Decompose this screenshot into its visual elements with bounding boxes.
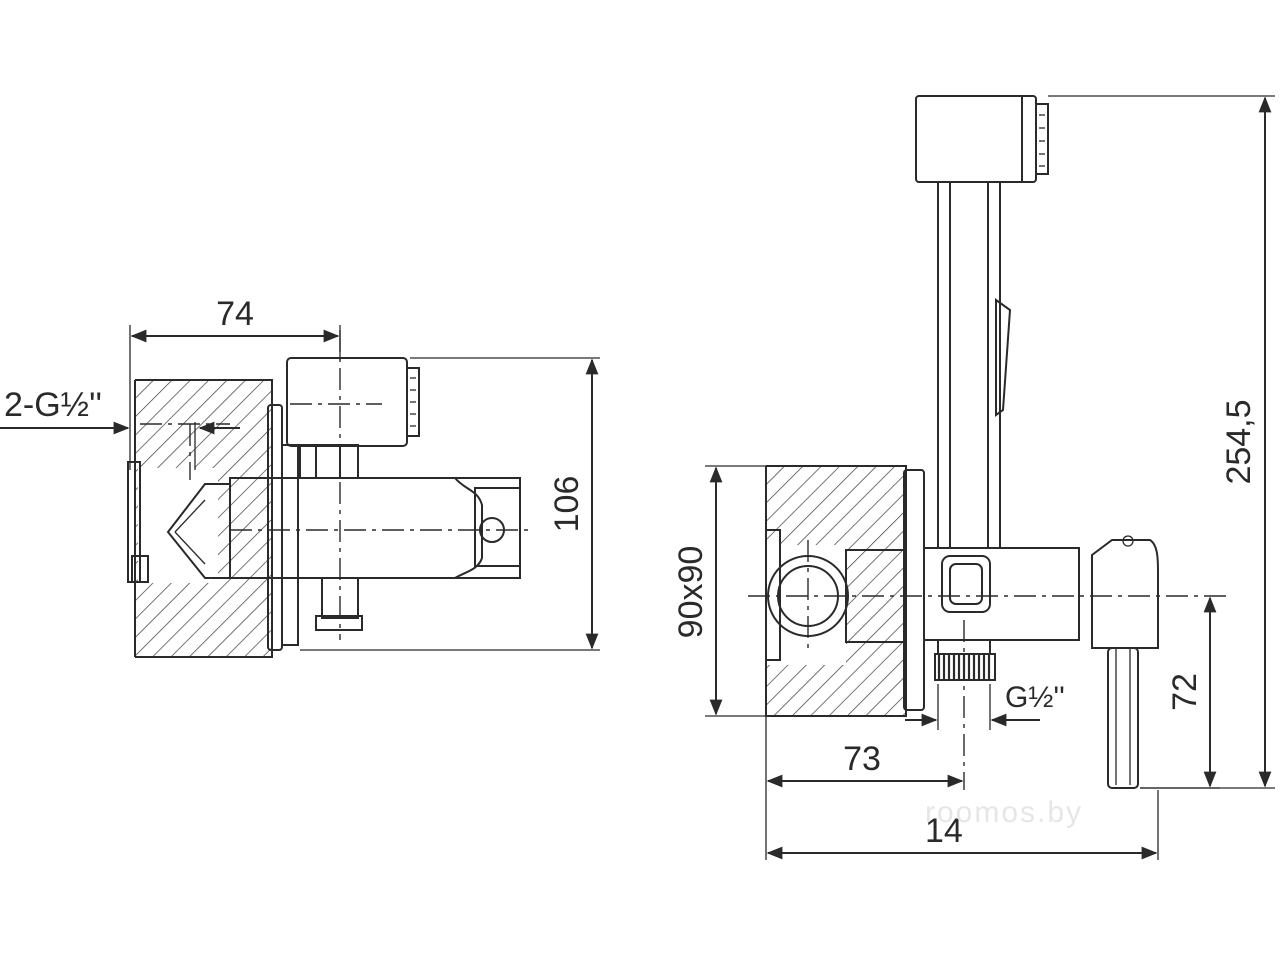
front-dim-72: 72 (1140, 596, 1220, 789)
side-dim-74: 74 (129, 295, 341, 470)
side-inlet-fitting (127, 461, 231, 583)
front-spray-head (915, 95, 1049, 183)
front-valve-body (923, 535, 1159, 649)
side-view: 74 2-G½'' 106 (0, 295, 600, 658)
dim-label-106: 106 (548, 476, 586, 533)
front-dim-thread: G½'' (905, 681, 1065, 730)
side-dim-106: 106 (300, 357, 600, 651)
dim-label-72: 72 (1166, 673, 1204, 711)
side-holder-head (286, 357, 420, 479)
front-holder-rods (937, 181, 1012, 549)
dim-label-74: 74 (216, 295, 254, 333)
front-dim-90x90: 90x90 (672, 465, 766, 717)
front-dim-73: 73 (765, 716, 964, 860)
front-view: 90x90 G½'' 73 14 72 (672, 95, 1275, 860)
dim-label-thread: 2-G½'' (4, 386, 102, 424)
side-dim-thread: 2-G½'' (0, 386, 240, 470)
dim-label-90x90: 90x90 (672, 546, 710, 639)
dim-label-73: 73 (843, 740, 881, 778)
front-dim-total-width: 14 (766, 790, 1159, 860)
watermark: roomos.by (925, 796, 1083, 829)
side-valve-body (229, 477, 521, 579)
side-wall-hatch (134, 379, 273, 658)
front-dim-254: 254,5 (1048, 95, 1275, 789)
front-threaded-outlet (934, 639, 996, 681)
dim-label-thread-front: G½'' (1005, 681, 1065, 714)
front-lever-handle (1107, 647, 1139, 789)
side-bottom-outlet (315, 577, 363, 631)
front-wall-hatch (765, 465, 907, 717)
dim-label-254: 254,5 (1220, 399, 1258, 484)
dim-label-total-width: 14 (925, 812, 963, 850)
